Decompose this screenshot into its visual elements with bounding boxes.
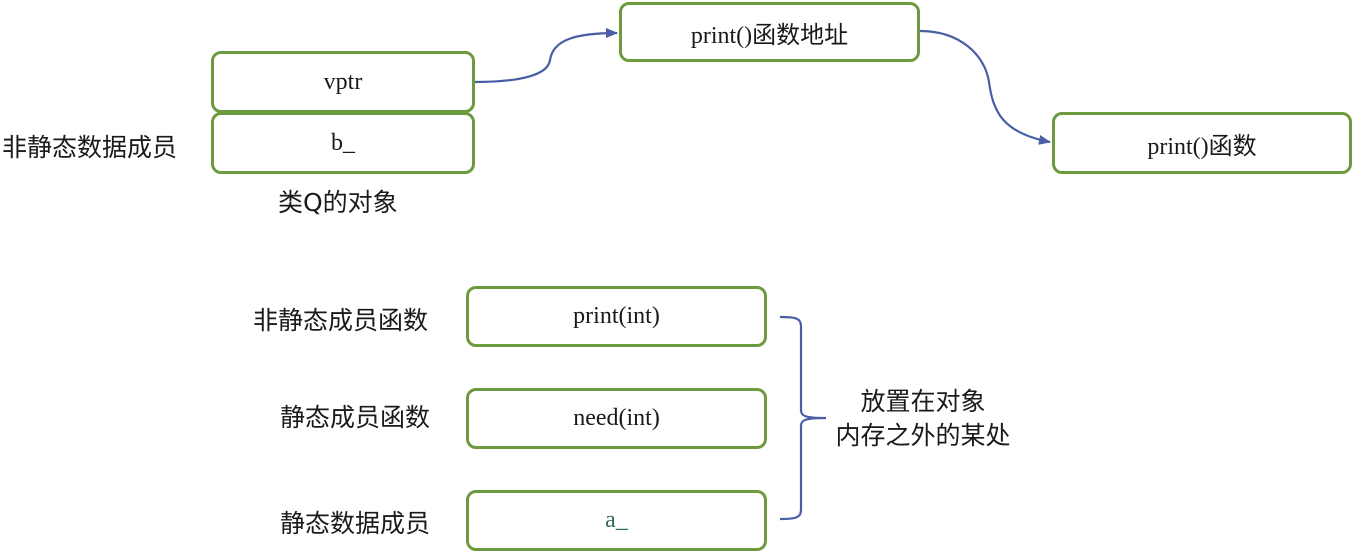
member-row-label: 静态数据成员 [280,509,431,538]
vtable-entry-box: print()函数地址 [619,2,920,62]
brace-note: 放置在对象 内存之外的某处 [828,385,1018,453]
object-caption: 类Q的对象 [278,188,398,217]
brace-note-line2: 内存之外的某处 [835,421,1011,450]
vtable-to-function-arrow [919,29,1051,145]
member-row-box: need(int) [466,388,767,449]
right-brace [779,315,827,521]
non-static-data-members-label: 非静态数据成员 [2,133,178,162]
data-member-b-cell: b_ [211,112,475,174]
member-row-label: 非静态成员函数 [253,306,429,335]
member-row-box: print(int) [466,286,767,347]
member-row-label: 静态成员函数 [280,403,431,432]
vptr-to-vtable-arrow [473,28,618,84]
vptr-cell: vptr [211,51,475,113]
brace-note-line1: 放置在对象 [860,387,986,416]
print-function-box: print()函数 [1052,112,1352,174]
member-row-box: a_ [466,490,767,551]
